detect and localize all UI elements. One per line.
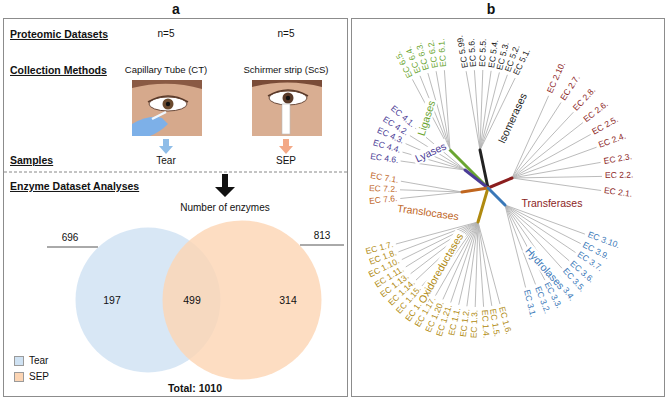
- tree-leaf-branch: [400, 190, 462, 192]
- method-caption: Capillary Tube (CT): [125, 65, 207, 76]
- tree-leaf-branch: [512, 123, 583, 178]
- tree-leaf-branch: [505, 205, 585, 234]
- tree-leaf-branch: [478, 222, 484, 307]
- ct-photo-brow: [132, 80, 202, 89]
- label-heading: Collection Methods: [10, 64, 107, 76]
- ec-class-label: EC 1.3.: [470, 310, 481, 339]
- enzyme-class-name: Oxidoreductases: [414, 229, 466, 307]
- venn-count: 314: [279, 294, 297, 306]
- ec-class-label: EC 7.2.: [369, 184, 398, 195]
- tree-leaf-branch: [478, 222, 500, 304]
- tree-leaf-branch: [444, 70, 450, 150]
- label-heading: Proteomic Datasets: [10, 28, 108, 40]
- tree-leaf-branch: [505, 205, 576, 253]
- venn-circle-fill: [163, 221, 322, 380]
- ct-photo-iris: [163, 99, 174, 110]
- analysis-arrow: [215, 174, 235, 197]
- ct-photo-eye: [149, 97, 187, 111]
- grand-total: Total: 1010: [168, 382, 222, 394]
- tree-leaf-branch: [512, 162, 601, 178]
- scs-photo-eye: [269, 91, 307, 105]
- tree-leaf-branch: [467, 222, 478, 306]
- tree-leaf-branch: [512, 112, 573, 178]
- ct-photo-eyelid: [148, 96, 188, 102]
- venn-count: 197: [103, 294, 121, 306]
- ct-photo-pupil: [166, 102, 170, 106]
- tree-leaf-branch: [505, 205, 526, 288]
- label-heading: Enzyme Dataset Analyses: [10, 180, 139, 192]
- dataset-count: n=5: [278, 28, 295, 40]
- panel-letter: a: [169, 1, 183, 17]
- axis-caption: Number of enzymes: [180, 202, 269, 214]
- ec-class-label: EC 7.6.: [369, 194, 398, 207]
- tree-trunk: [462, 188, 488, 192]
- leader-line: [300, 245, 344, 246]
- tree-trunk: [488, 188, 505, 205]
- set-total: 813: [314, 230, 331, 242]
- ec-class-label: EC 2.2.: [605, 171, 634, 181]
- scs-photo-iris: [283, 93, 294, 104]
- capillary-tube: [152, 112, 166, 119]
- tree-leaf-branch: [512, 178, 601, 191]
- ec-class-label: EC 2.4.: [598, 132, 628, 151]
- venn-count: 499: [183, 294, 201, 306]
- legend-swatch: [14, 372, 24, 382]
- tear-arrow: [159, 139, 173, 154]
- sample-name: SEP: [276, 155, 296, 167]
- dashed-separator: [4, 172, 347, 173]
- tree-trunk: [465, 170, 488, 188]
- ec-class-label: EC 4.6.: [369, 152, 398, 166]
- tree-leaf-branch: [512, 147, 597, 178]
- tree-leaf-branch: [401, 181, 462, 192]
- enzyme-class-name: Isomerases: [494, 89, 530, 147]
- method-caption: Schirmer strip (ScS): [244, 65, 329, 76]
- tree-leaf-branch: [466, 71, 480, 150]
- enzyme-class-name: Lyases: [411, 139, 450, 166]
- tree-leaf-branch: [474, 70, 480, 150]
- ec-class-label: EC 2.3.: [603, 152, 633, 167]
- tree-leaf-branch: [512, 176, 602, 178]
- scs-photo-pupil: [286, 96, 290, 100]
- tree-trunk: [478, 188, 488, 222]
- tree-trunk: [488, 178, 512, 188]
- tree-leaf-branch: [400, 192, 462, 199]
- sep-arrow: [279, 139, 293, 154]
- ec-class-label: EC 2.1.: [603, 186, 632, 200]
- scs-photo-brow: [252, 80, 322, 87]
- tree-leaf-branch: [402, 222, 478, 260]
- tree-leaf-branch: [410, 136, 465, 170]
- enzyme-class-name: Ligases: [414, 97, 438, 139]
- legend-text: Tear: [29, 355, 48, 367]
- leader-line: [47, 247, 98, 248]
- schirmer-strip: [282, 104, 290, 134]
- sample-name: Tear: [156, 155, 175, 167]
- set-total: 696: [62, 232, 79, 244]
- dataset-count: n=5: [158, 28, 175, 40]
- tree-leaf-branch: [475, 222, 478, 307]
- scs-photo-skin: [252, 80, 322, 136]
- tree-leaf-branch: [478, 222, 492, 306]
- legend-swatch: [14, 356, 24, 366]
- scs-photo-eyelid: [268, 90, 308, 96]
- label-heading: Samples: [10, 154, 53, 166]
- ct-photo-skin: [132, 80, 202, 136]
- ct-photo-glove: [132, 117, 168, 136]
- enzyme-class-name: Translocases: [394, 201, 461, 222]
- panel-letter: b: [484, 1, 499, 17]
- tree-leaf-branch: [401, 161, 465, 170]
- ec-class-label: EC 6.1.: [437, 38, 449, 67]
- legend-text: SEP: [29, 371, 49, 383]
- enzyme-class-name: Transferases: [520, 197, 585, 209]
